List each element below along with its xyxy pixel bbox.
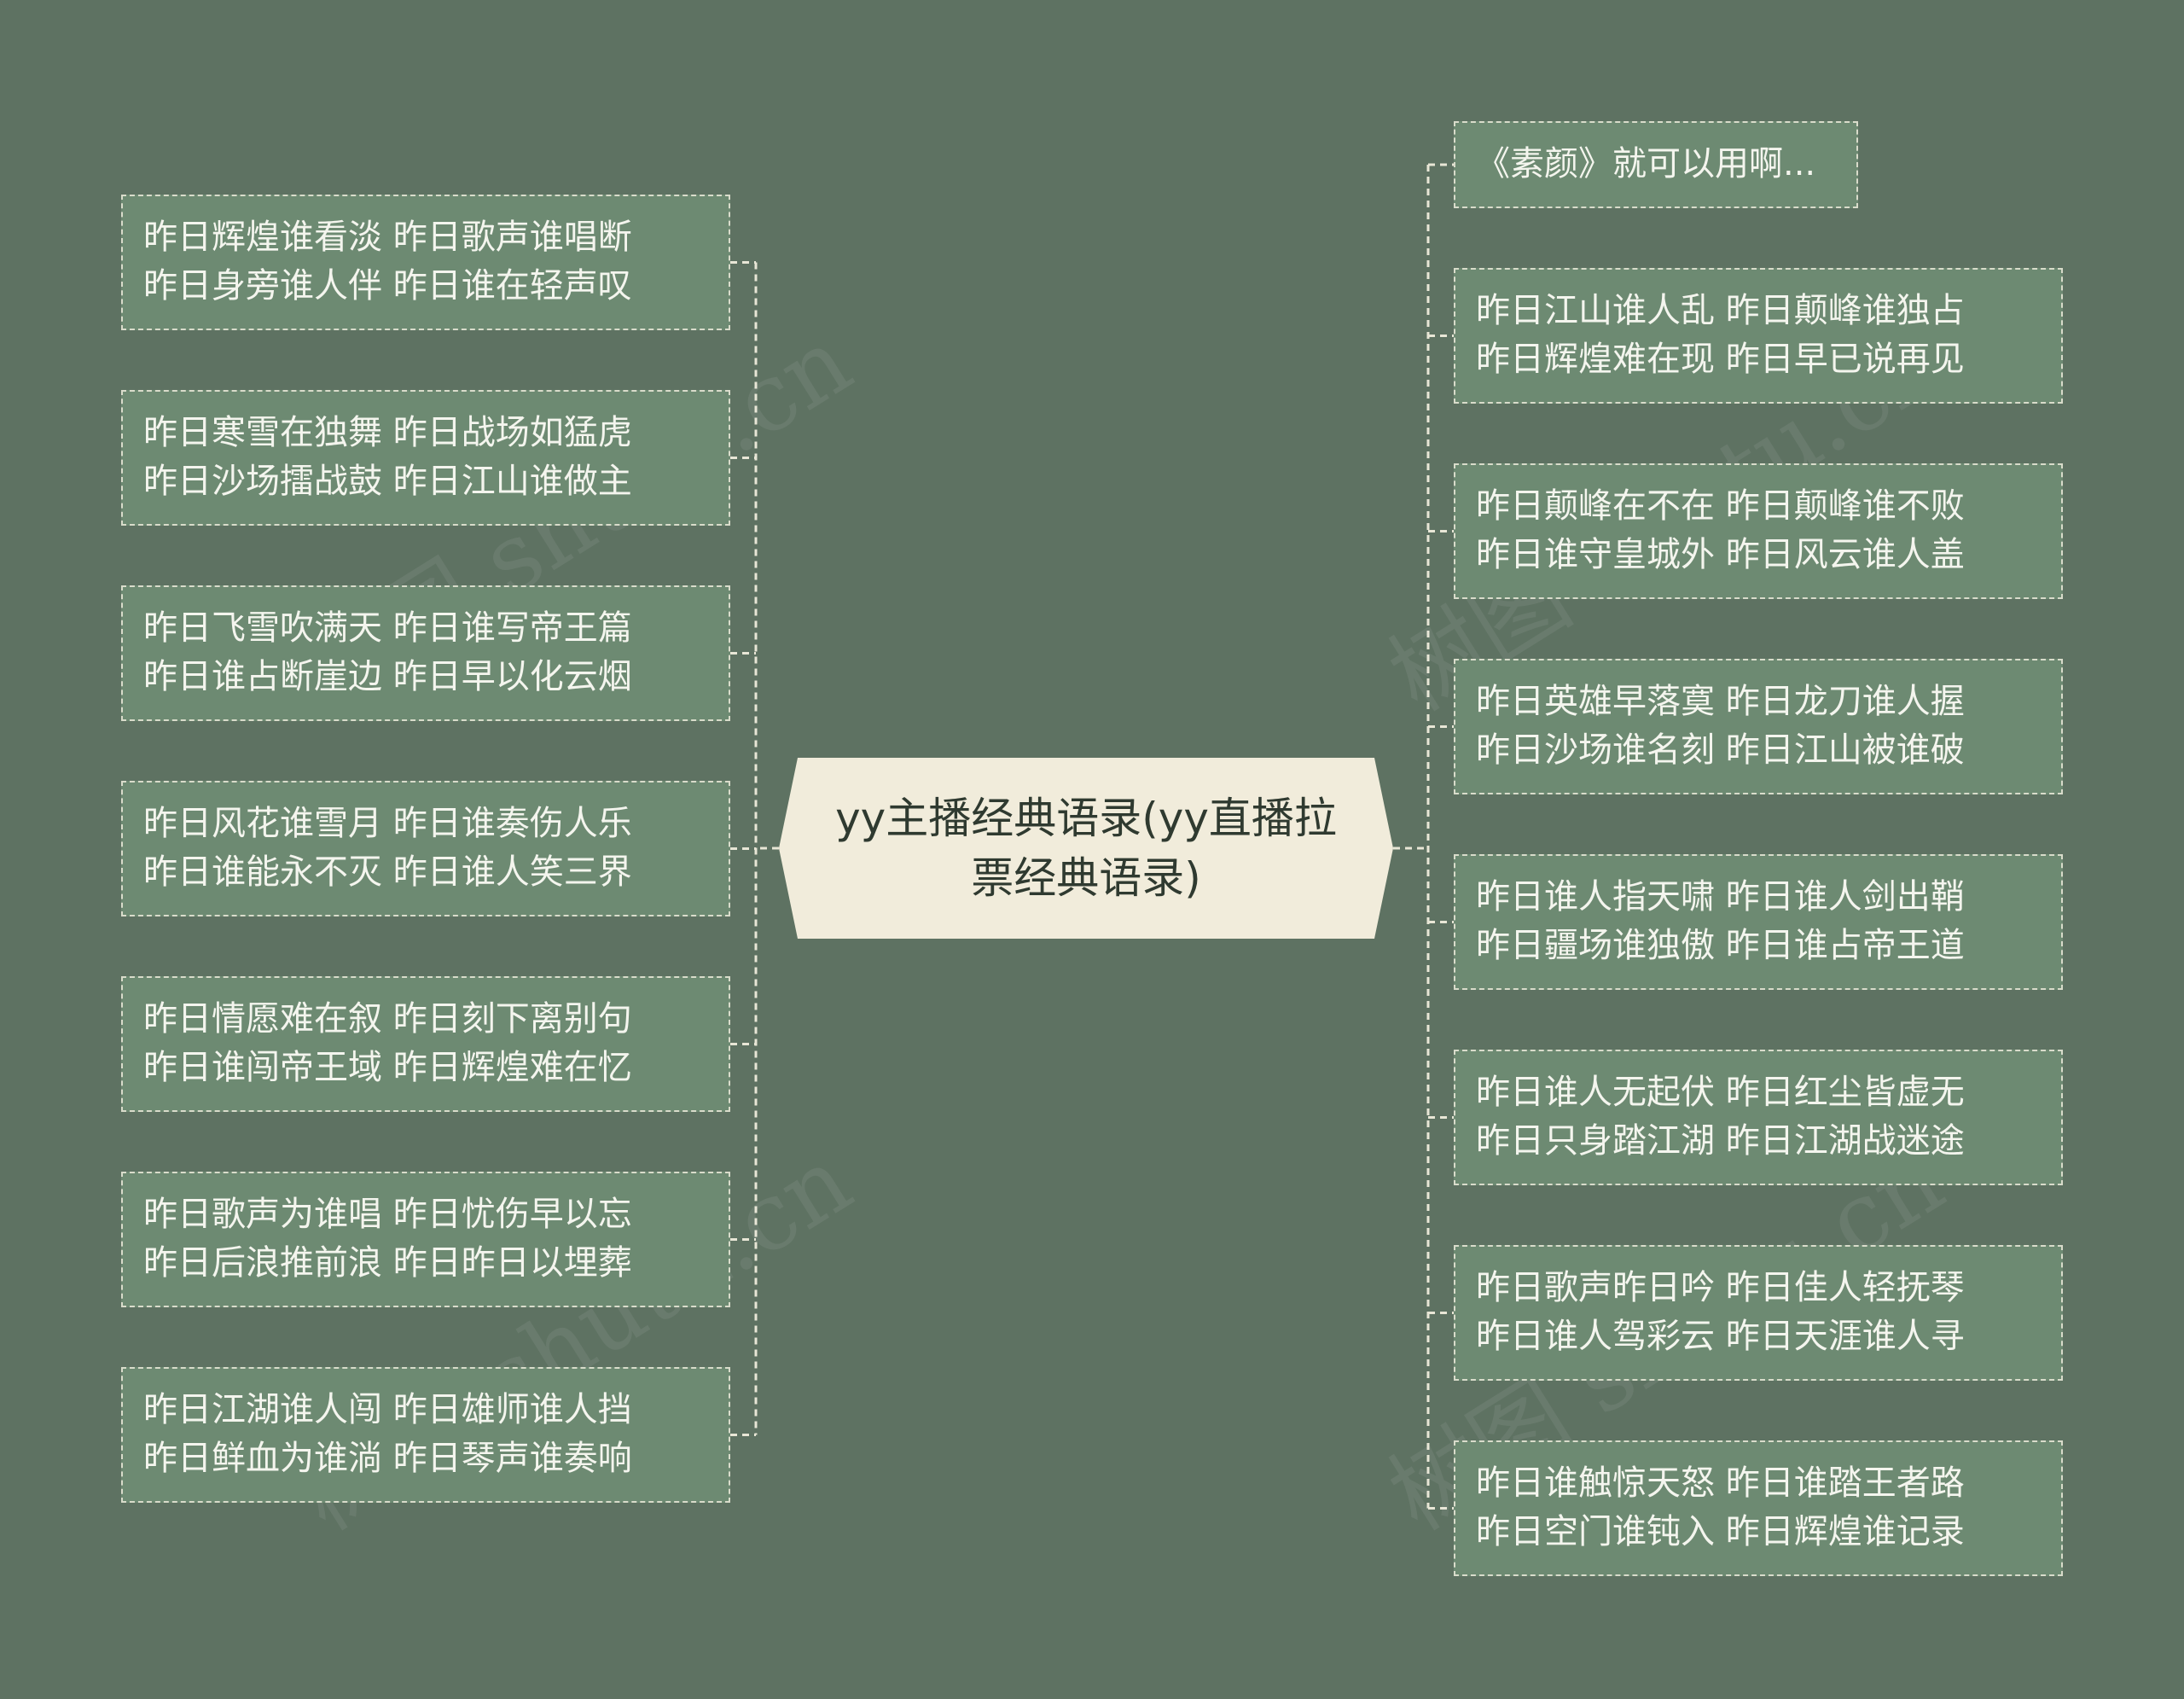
- central-topic-line: 票经典语录): [971, 853, 1201, 903]
- right-node-2[interactable]: 昨日江山谁人乱 昨日颠峰谁独占 昨日辉煌难在现 昨日早已说再见: [1454, 268, 2063, 404]
- right-node-6[interactable]: 昨日谁人无起伏 昨日红尘皆虚无 昨日只身踏江湖 昨日江湖战迷途: [1454, 1050, 2063, 1185]
- left-node-3[interactable]: 昨日飞雪吹满天 昨日谁写帝王篇 昨日谁占断崖边 昨日早以化云烟: [121, 585, 730, 721]
- node-line: 昨日疆场谁独傲 昨日谁占帝王道: [1476, 926, 1965, 965]
- right-node-3[interactable]: 昨日颠峰在不在 昨日颠峰谁不败 昨日谁守皇城外 昨日风云谁人盖: [1454, 463, 2063, 599]
- left-node-7[interactable]: 昨日江湖谁人闯 昨日雄师谁人挡 昨日鲜血为谁淌 昨日琴声谁奏响: [121, 1367, 730, 1503]
- node-line: 昨日沙场擂战鼓 昨日江山谁做主: [143, 462, 632, 501]
- node-line: 昨日风花谁雪月 昨日谁奏伤人乐: [143, 804, 632, 843]
- node-line: 昨日身旁谁人伴 昨日谁在轻声叹: [143, 266, 632, 305]
- node-line: 昨日谁守皇城外 昨日风云谁人盖: [1476, 535, 1965, 574]
- right-node-4[interactable]: 昨日英雄早落寞 昨日龙刀谁人握 昨日沙场谁名刻 昨日江山被谁破: [1454, 659, 2063, 794]
- node-line: 昨日寒雪在独舞 昨日战场如猛虎: [143, 413, 632, 452]
- node-line: 昨日辉煌谁看淡 昨日歌声谁唱断: [143, 218, 632, 257]
- node-line: 昨日江湖谁人闯 昨日雄师谁人挡: [143, 1390, 632, 1429]
- node-line: 昨日后浪推前浪 昨日昨日以埋葬: [143, 1243, 632, 1283]
- node-line: 昨日颠峰在不在 昨日颠峰谁不败: [1476, 486, 1965, 526]
- node-line: 昨日情愿难在叙 昨日刻下离别句: [143, 999, 632, 1039]
- node-line: 《素颜》就可以用啊...: [1476, 144, 1816, 183]
- node-line: 昨日沙场谁名刻 昨日江山被谁破: [1476, 730, 1965, 770]
- node-line: 昨日谁人驾彩云 昨日天涯谁人寻: [1476, 1317, 1965, 1356]
- node-line: 昨日谁人指天啸 昨日谁人剑出鞘: [1476, 877, 1965, 916]
- left-node-5[interactable]: 昨日情愿难在叙 昨日刻下离别句 昨日谁闯帝王域 昨日辉煌难在忆: [121, 976, 730, 1112]
- node-line: 昨日鲜血为谁淌 昨日琴声谁奏响: [143, 1439, 632, 1478]
- node-line: 昨日只身踏江湖 昨日江湖战迷途: [1476, 1121, 1965, 1161]
- central-topic-line: yy主播经典语录(yy直播拉: [835, 794, 1337, 843]
- node-line: 昨日谁能永不灭 昨日谁人笑三界: [143, 852, 632, 892]
- left-node-2[interactable]: 昨日寒雪在独舞 昨日战场如猛虎 昨日沙场擂战鼓 昨日江山谁做主: [121, 390, 730, 526]
- node-line: 昨日歌声昨日吟 昨日佳人轻抚琴: [1476, 1268, 1965, 1307]
- left-node-6[interactable]: 昨日歌声为谁唱 昨日忧伤早以忘 昨日后浪推前浪 昨日昨日以埋葬: [121, 1172, 730, 1307]
- node-line: 昨日谁占断崖边 昨日早以化云烟: [143, 657, 632, 696]
- right-node-5[interactable]: 昨日谁人指天啸 昨日谁人剑出鞘 昨日疆场谁独傲 昨日谁占帝王道: [1454, 854, 2063, 990]
- right-node-7[interactable]: 昨日歌声昨日吟 昨日佳人轻抚琴 昨日谁人驾彩云 昨日天涯谁人寻: [1454, 1245, 2063, 1381]
- node-line: 昨日空门谁钝入 昨日辉煌谁记录: [1476, 1512, 1965, 1551]
- right-node-8[interactable]: 昨日谁触惊天怒 昨日谁踏王者路 昨日空门谁钝入 昨日辉煌谁记录: [1454, 1440, 2063, 1576]
- node-line: 昨日英雄早落寞 昨日龙刀谁人握: [1476, 682, 1965, 721]
- node-line: 昨日飞雪吹满天 昨日谁写帝王篇: [143, 608, 632, 648]
- node-line: 昨日歌声为谁唱 昨日忧伤早以忘: [143, 1195, 632, 1234]
- left-node-1[interactable]: 昨日辉煌谁看淡 昨日歌声谁唱断 昨日身旁谁人伴 昨日谁在轻声叹: [121, 195, 730, 330]
- node-line: 昨日江山谁人乱 昨日颠峰谁独占: [1476, 291, 1965, 330]
- node-line: 昨日谁人无起伏 昨日红尘皆虚无: [1476, 1073, 1965, 1112]
- right-node-1[interactable]: 《素颜》就可以用啊...: [1454, 121, 1858, 208]
- left-node-4[interactable]: 昨日风花谁雪月 昨日谁奏伤人乐 昨日谁能永不灭 昨日谁人笑三界: [121, 781, 730, 916]
- central-topic[interactable]: yy主播经典语录(yy直播拉 票经典语录): [779, 758, 1393, 939]
- node-line: 昨日谁触惊天怒 昨日谁踏王者路: [1476, 1463, 1965, 1503]
- node-line: 昨日谁闯帝王域 昨日辉煌难在忆: [143, 1048, 632, 1087]
- node-line: 昨日辉煌难在现 昨日早已说再见: [1476, 340, 1965, 379]
